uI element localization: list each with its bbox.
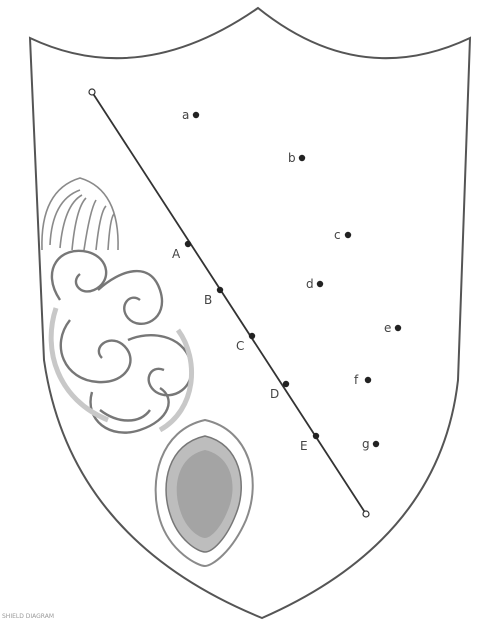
- scatter-point-label: d: [306, 277, 314, 291]
- scatter-point-e: [395, 325, 401, 331]
- line-point-label: A: [172, 247, 181, 261]
- line-point-B: [217, 287, 223, 293]
- line-point-D: [283, 381, 289, 387]
- line-point-C: [249, 333, 255, 339]
- line-point-E: [313, 433, 319, 439]
- scatter-point-f: [365, 377, 371, 383]
- scatter-point-b: [299, 155, 305, 161]
- scatter-point-d: [317, 281, 323, 287]
- line-point-A: [185, 241, 191, 247]
- scatter-point-c: [345, 232, 351, 238]
- scatter-point-label: e: [384, 321, 391, 335]
- scatter-point-label: b: [288, 151, 296, 165]
- line-point-label: C: [236, 339, 244, 353]
- scatter-point-g: [373, 441, 379, 447]
- scatter-point-label: g: [362, 437, 370, 451]
- line-point-label: E: [300, 439, 308, 453]
- scatter-point-label: a: [182, 108, 189, 122]
- line-point-label: B: [204, 293, 212, 307]
- line-start-endpoint: [89, 89, 95, 95]
- line-point-label: D: [270, 387, 279, 401]
- scatter-point-label: c: [334, 228, 341, 242]
- line-end-endpoint: [363, 511, 369, 517]
- figure-credit: SHIELD DIAGRAM: [2, 613, 54, 620]
- scatter-point-a: [193, 112, 199, 118]
